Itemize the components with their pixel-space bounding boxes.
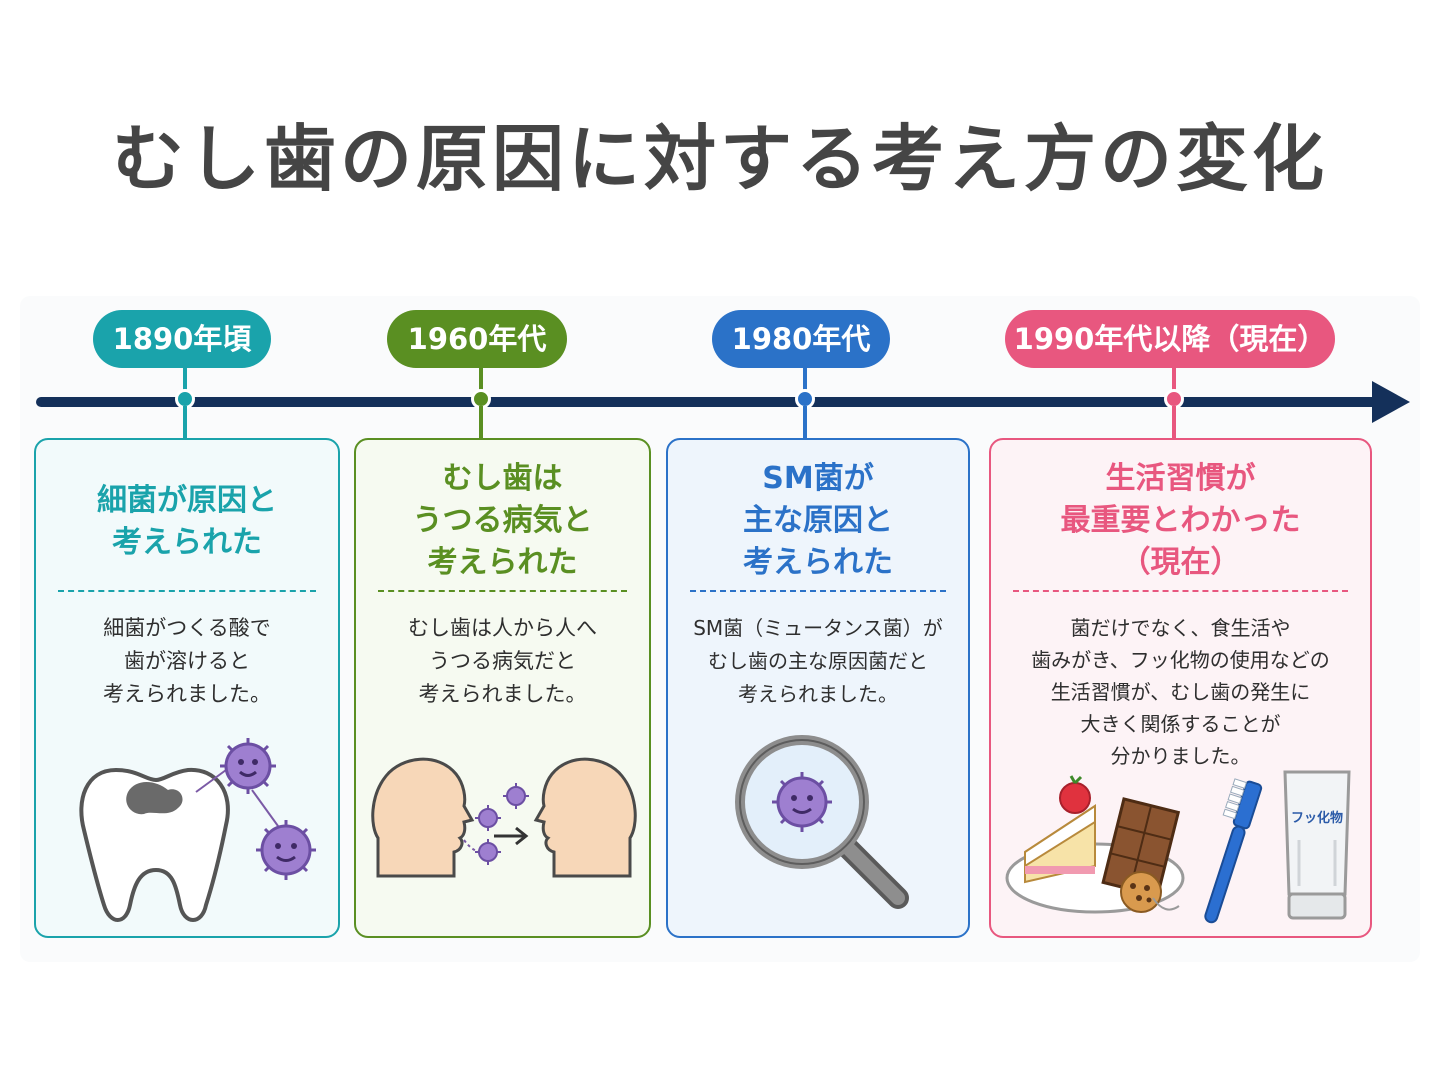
divider — [378, 590, 627, 592]
description-line: 分かりました。 — [1110, 744, 1251, 768]
tooth-with-bacteria-icon — [79, 738, 316, 922]
period-card-1890: 細菌が原因と 考えられた 細菌がつくる酸で 歯が溶けると 考えられました。 — [34, 438, 340, 938]
connector — [479, 406, 483, 439]
card-description: 細菌がつくる酸で 歯が溶けると 考えられました。 — [36, 612, 338, 711]
description-line: 大きく関係することが — [1080, 712, 1281, 736]
period-label-1960s: 1960年代 — [387, 310, 567, 368]
lifestyle-items-icon: フッ化物 — [1005, 770, 1351, 924]
description-line: 細菌がつくる酸で — [103, 616, 271, 640]
card-heading: SM菌が 主な原因と 考えられた — [668, 458, 968, 584]
page-title: むし歯の原因に対する考え方の変化 — [111, 117, 1328, 201]
connector — [1172, 366, 1176, 392]
heading-line: SM菌が — [762, 461, 874, 496]
connector — [1172, 406, 1176, 439]
card-heading: 細菌が原因と 考えられた — [36, 480, 338, 564]
heading-line: むし歯は — [442, 461, 563, 496]
heading-line: 最重要とわかった — [1060, 503, 1301, 538]
description-line: 考えられました。 — [738, 682, 898, 706]
description-line: むし歯は人から人へ — [408, 616, 597, 640]
heading-line: うつる病気と — [412, 503, 593, 538]
heading-line: 生活習慣が — [1105, 461, 1256, 496]
divider — [1013, 590, 1348, 592]
period-label-1890: 1890年頃 — [93, 310, 271, 368]
timeline-arrow-icon — [1372, 381, 1410, 423]
period-card-1980s: SM菌が 主な原因と 考えられた SM菌（ミュータンス菌）が むし歯の主な原因菌… — [666, 438, 970, 938]
connector — [803, 366, 807, 392]
heading-line: 考えられた — [743, 545, 893, 580]
period-label-1990s-present: 1990年代以降（現在） — [1005, 310, 1335, 368]
heading-line: 考えられた — [427, 545, 578, 580]
divider — [58, 590, 316, 592]
timeline-axis — [36, 397, 1381, 407]
description-line: 歯みがき、フッ化物の使用などの — [1031, 648, 1330, 672]
transmission-icon — [371, 757, 637, 878]
card-heading: 生活習慣が 最重要とわかった （現在） — [991, 458, 1370, 584]
description-line: SM菌（ミュータンス菌）が — [693, 616, 943, 640]
description-line: うつる病気だと — [429, 649, 576, 673]
card-description: SM菌（ミュータンス菌）が むし歯の主な原因菌だと 考えられました。 — [668, 612, 968, 711]
period-card-1960s: むし歯は うつる病気と 考えられた むし歯は人から人へ うつる病気だと 考えられ… — [354, 438, 651, 938]
card-heading: むし歯は うつる病気と 考えられた — [356, 458, 649, 584]
connector — [479, 366, 483, 392]
description-line: 菌だけでなく、食生活や — [1070, 616, 1291, 640]
connector — [183, 406, 187, 439]
connector — [183, 366, 187, 392]
heading-line: 細菌が原因と — [97, 483, 277, 518]
heading-line: 主な原因と — [743, 503, 893, 538]
description-line: むし歯の主な原因菌だと — [708, 649, 928, 673]
divider — [690, 590, 946, 592]
heading-line: 考えられた — [112, 525, 262, 560]
connector — [803, 406, 807, 439]
magnifier-icon — [735, 735, 909, 909]
card-description: むし歯は人から人へ うつる病気だと 考えられました。 — [356, 612, 649, 711]
heading-line: （現在） — [1120, 545, 1241, 580]
fluoride-tube-label: フッ化物 — [1291, 810, 1343, 826]
description-line: 生活習慣が、むし歯の発生に — [1050, 680, 1311, 704]
description-line: 考えられました。 — [418, 682, 587, 706]
period-label-1980s: 1980年代 — [712, 310, 890, 368]
period-card-present: 生活習慣が 最重要とわかった （現在） 菌だけでなく、食生活や 歯みがき、フッ化… — [989, 438, 1372, 938]
description-line: 考えられました。 — [103, 682, 271, 706]
description-line: 歯が溶けると — [124, 649, 250, 673]
card-description: 菌だけでなく、食生活や 歯みがき、フッ化物の使用などの 生活習慣が、むし歯の発生… — [991, 612, 1370, 772]
